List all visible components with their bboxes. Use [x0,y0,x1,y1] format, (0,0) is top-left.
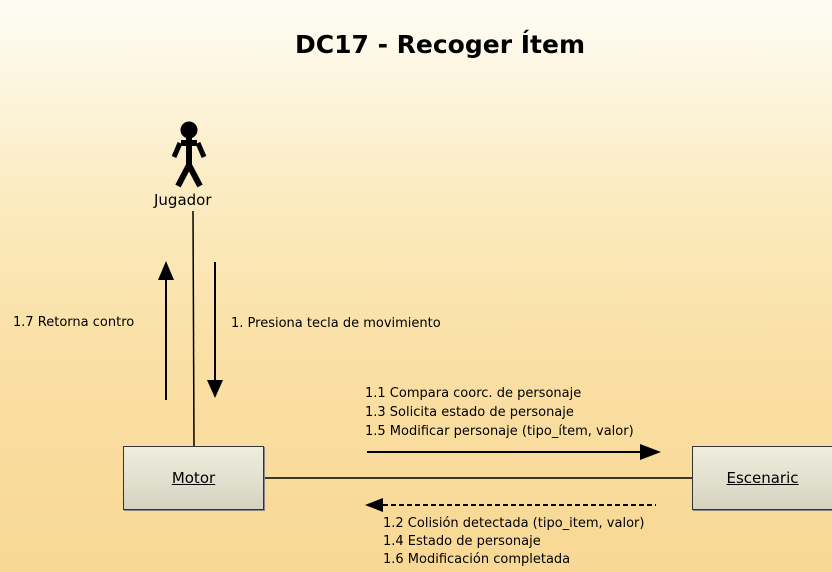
press-key-arrow [207,262,223,398]
return-message-label-1: 1.2 Colisión detectada (tipo_item, valor… [383,516,645,531]
actor-icon [171,121,207,188]
forward-message-label-2: 1.3 Solicita estado de personaje [365,405,574,420]
forward-message-arrow [367,444,661,460]
press-key-label: 1. Presiona tecla de movimiento [231,316,441,331]
return-message-label-2: 1.4 Estado de personaje [383,534,541,549]
escenario-object[interactable]: Escenaric [692,446,832,510]
forward-message-label-1: 1.1 Compara coorc. de personaje [365,386,582,401]
return-message-label-3: 1.6 Modificación completada [383,552,571,567]
diagram-title: DC17 - Recoger Ítem [294,30,585,59]
forward-message-label-3: 1.5 Modificar personaje (tipo_ítem, valo… [365,424,634,439]
return-control-label: 1.7 Retorna contro [13,315,135,330]
escenario-label: Escenaric [726,469,799,487]
actor-label: Jugador [154,191,212,209]
return-control-arrow [158,261,174,400]
motor-object[interactable]: Motor [123,446,264,510]
actor-motor-link [192,210,195,447]
return-message-arrow [365,498,656,512]
motor-label: Motor [171,469,216,487]
